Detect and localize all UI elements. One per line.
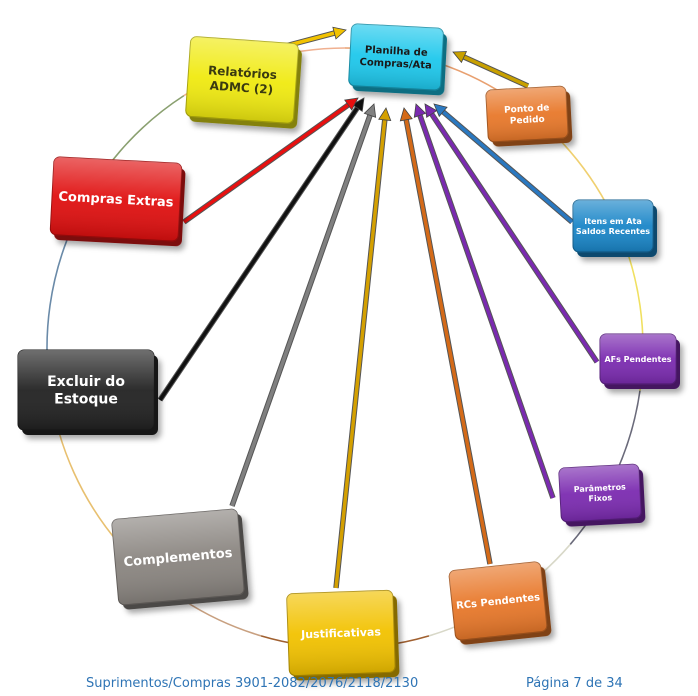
node-itens-label: Saldos Recentes <box>576 227 650 236</box>
node-parametros-label: Fixos <box>588 493 612 503</box>
arrow-complementos-to-planilha <box>229 103 377 507</box>
arrow-itens-to-planilha <box>433 103 574 225</box>
node-excluir-label: Excluir do <box>47 374 125 390</box>
node-complementos: Complementos <box>111 508 249 610</box>
node-justificativas-label: Justificativas <box>300 625 382 641</box>
node-planilha-label: Compras/Ata <box>359 57 432 72</box>
node-afs-label: AFs Pendentes <box>604 355 671 364</box>
arrow-rcs-to-planilha <box>399 107 493 565</box>
node-afs: AFs Pendentes <box>599 333 680 389</box>
arrow-compras-to-planilha <box>182 97 359 225</box>
node-excluir-label: Estoque <box>54 392 118 408</box>
node-ponto-label: Pedido <box>510 115 545 127</box>
node-rcs: RCs Pendentes <box>448 561 552 645</box>
footer-page-number: Página 7 de 34 <box>526 676 623 691</box>
node-parametros-label: Parâmetros <box>573 482 626 494</box>
node-ponto-label: Ponto de <box>504 103 550 115</box>
node-excluir: Excluir do Estoque <box>17 349 158 435</box>
arrow-afs-to-planilha <box>424 103 600 364</box>
arrow-justificativas-to-planilha <box>333 107 392 589</box>
node-compras: Compras Extras <box>49 156 186 247</box>
node-planilha-label: Planilha de <box>365 45 428 59</box>
node-justificativas: Justificativas <box>286 589 400 681</box>
arrow-ponto-to-planilha <box>452 51 530 89</box>
footer-document-ref: Suprimentos/Compras 3901-2082/2076/2118/… <box>86 676 419 691</box>
node-compras-label: Compras Extras <box>58 190 174 211</box>
node-relatorios-label: Relatórios <box>208 63 278 82</box>
arrow-parametros-to-planilha <box>413 103 556 499</box>
node-relatorios-label: ADMC (2) <box>209 78 273 96</box>
node-itens-label: Itens em Ata <box>584 217 641 226</box>
arrow-excluir-to-planilha <box>157 97 365 402</box>
